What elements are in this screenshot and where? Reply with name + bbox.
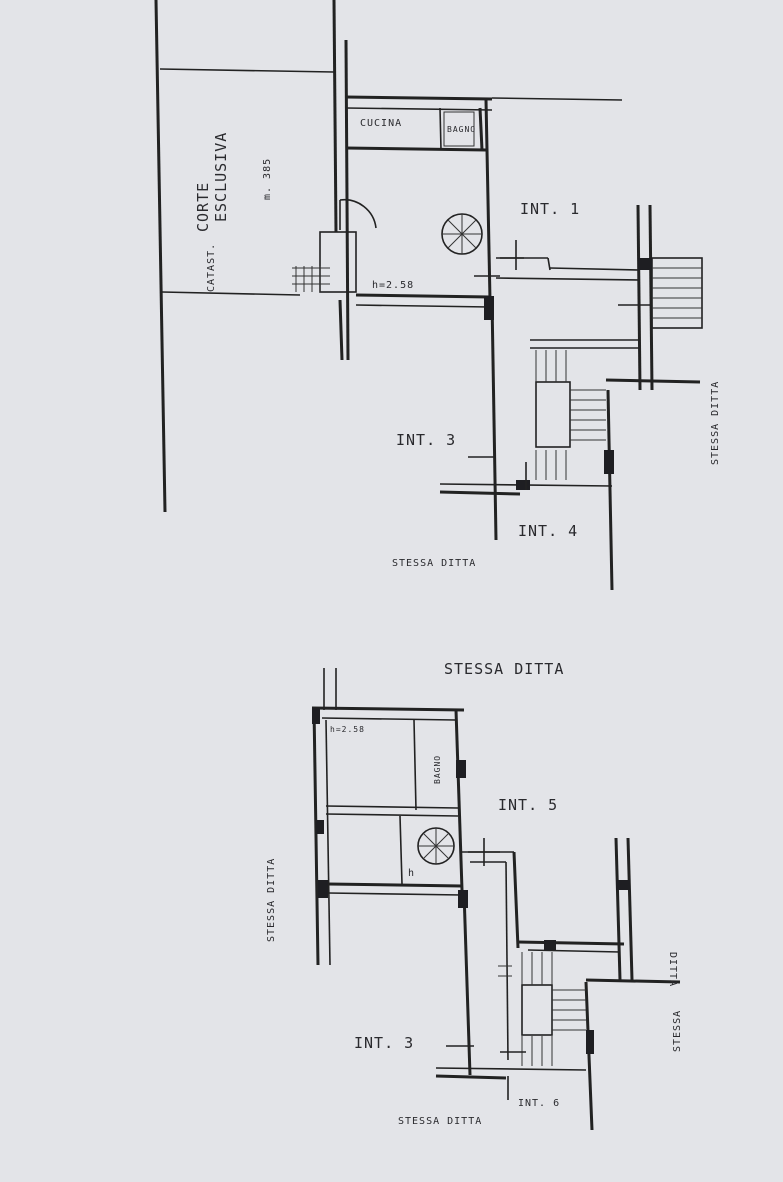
wall: [435, 1074, 507, 1080]
top-floor-plan: CUCINA BAGNO h=2.58 INT. 1 INT. 3 INT. 4…: [154, 0, 721, 591]
wall: [527, 949, 621, 953]
wall: [311, 706, 465, 712]
wall: [478, 107, 484, 151]
column: [516, 480, 530, 490]
same-owner-label-bottom: STESSA DITTA: [398, 1116, 482, 1127]
wall: [512, 851, 520, 949]
same-owner-label: STESSA DITTA: [392, 558, 476, 569]
column: [312, 708, 320, 724]
wall: [648, 204, 654, 391]
same-label-right: STESSA: [672, 1010, 683, 1052]
wall: [491, 97, 623, 101]
wall: [355, 293, 491, 299]
height-small-label: h: [408, 868, 415, 879]
courtyard-top-boundary: [159, 68, 335, 73]
spiral-stair-icon: [417, 827, 455, 865]
wall: [584, 981, 594, 1131]
wall: [549, 267, 641, 271]
column: [484, 296, 494, 320]
stair-steps: [498, 952, 586, 1066]
wall: [327, 882, 463, 888]
courtyard-bottom-boundary: [161, 291, 301, 296]
column: [456, 760, 466, 778]
entry-steps: [292, 266, 330, 292]
wall: [484, 99, 492, 301]
unit-int5-label: INT. 5: [498, 796, 558, 814]
same-owner-label-top: STESSA DITTA: [444, 660, 564, 678]
wall: [495, 277, 641, 281]
wall: [547, 257, 551, 271]
wall: [327, 892, 463, 896]
ceiling-height-label: h=2.58: [330, 725, 365, 734]
wall: [338, 299, 344, 361]
unit-int1-label: INT. 1: [520, 200, 580, 218]
same-owner-label-right: STESSA DITTA: [710, 381, 721, 465]
courtyard-left-boundary: [154, 0, 167, 513]
wall: [614, 837, 622, 981]
wall: [626, 837, 634, 981]
column: [318, 880, 328, 898]
courtyard-label: CORTE: [194, 182, 212, 232]
column: [458, 890, 468, 908]
door-swing: [339, 198, 377, 229]
courtyard-cadastral-label: CATAST.: [206, 243, 217, 292]
wall: [435, 1067, 587, 1071]
wall: [413, 719, 417, 811]
kitchen-label: CUCINA: [360, 118, 402, 129]
wall: [585, 978, 681, 984]
stair-steps: [652, 267, 702, 319]
wall: [332, 0, 338, 233]
column: [604, 450, 614, 474]
wall: [345, 107, 493, 111]
same-owner-label-left: STESSA DITTA: [266, 858, 277, 942]
wall: [505, 861, 509, 1061]
column: [586, 1030, 594, 1054]
wall: [321, 717, 457, 721]
unit-int3-label: INT. 3: [396, 431, 456, 449]
entry-stair-box: [319, 231, 357, 293]
wall: [325, 813, 459, 817]
wall: [636, 204, 642, 391]
wall: [399, 815, 403, 885]
unit-int4-label: INT. 4: [518, 522, 578, 540]
bathroom-label: BAGNO: [433, 755, 442, 784]
unit-int3-label: INT. 3: [354, 1034, 414, 1052]
courtyard-area-label: m. 385: [262, 158, 273, 200]
stair-flight: [651, 257, 703, 329]
stair-steps: [535, 350, 606, 480]
wall: [606, 389, 614, 591]
bottom-floor-plan: STESSA DITTA h=2.58 BAGNO h INT. 5 STESS…: [266, 660, 683, 1131]
wall: [325, 805, 459, 809]
bathroom-box: [443, 111, 475, 147]
wall: [605, 378, 701, 384]
owner-label-right: DITTA: [667, 952, 678, 987]
wall: [345, 95, 493, 101]
wall: [345, 146, 487, 152]
wall: [462, 891, 472, 1076]
wall: [490, 299, 498, 541]
stair-landing: [535, 381, 571, 448]
column: [316, 820, 324, 834]
wall: [439, 107, 442, 151]
wall: [355, 304, 491, 308]
stair-landing: [521, 984, 553, 1036]
wall: [439, 490, 521, 496]
spiral-stair-icon: [441, 213, 483, 255]
ceiling-height-label: h=2.58: [372, 280, 414, 291]
column: [638, 258, 652, 270]
bathroom-label: BAGNO: [447, 125, 476, 134]
wall: [517, 940, 625, 946]
wall: [325, 719, 331, 966]
access-arrows: [468, 240, 650, 490]
courtyard-exclusive-label: ESCLUSIVA: [212, 132, 230, 222]
wall: [312, 707, 320, 966]
column: [616, 880, 630, 890]
column: [544, 940, 556, 950]
unit-int6-label: INT. 6: [518, 1098, 560, 1109]
access-arrows: [446, 838, 526, 1100]
wall: [454, 709, 464, 891]
